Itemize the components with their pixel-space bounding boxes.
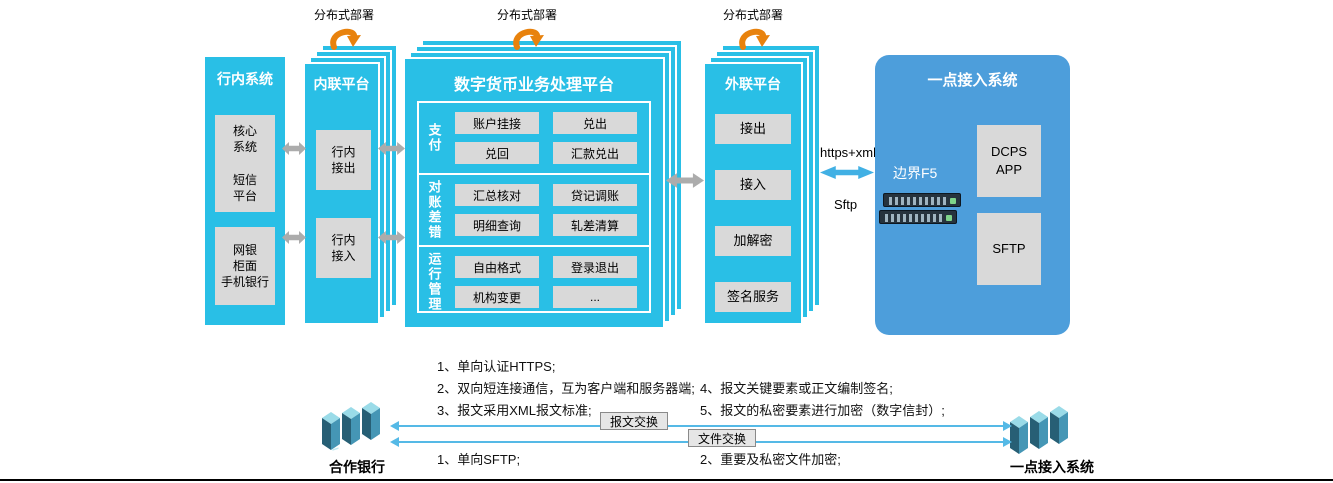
dcpp-node: 贷记调账 — [553, 184, 637, 206]
note-https: 1、单向认证HTTPS; — [437, 359, 556, 374]
dcpp-node: 兑回 — [455, 142, 539, 164]
link-double-arrow-icon — [820, 166, 874, 179]
dcpp-function-grid: 支付 账户挂接 兑出 兑回 汇款兑出 对账差错 汇总核对 贷记调账 明细查询 轧… — [417, 101, 651, 313]
dcpp-row-buttons: 自由格式 登录退出 机构变更 ... — [449, 247, 649, 317]
external-signature-node: 签名服务 — [715, 282, 791, 312]
message-exchange-label: 报文交换 — [600, 412, 668, 430]
internal-in-node: 行内 接入 — [316, 218, 371, 278]
switch-ports — [885, 214, 942, 222]
deployment-label-1: 分布式部署 — [314, 6, 374, 50]
dcpp-node: 轧差清算 — [553, 214, 637, 236]
external-platform-box: 外联平台 接出 接入 加解密 签名服务 — [703, 62, 803, 325]
note-short-connection: 2、双向短连接通信，互为客户端和服务器端; — [437, 381, 695, 396]
dcpp-row-label: 支付 — [426, 123, 442, 153]
switch-ports — [889, 197, 946, 205]
switch-led — [950, 198, 956, 204]
dcpp-stack: 数字货币业务处理平台 支付 账户挂接 兑出 兑回 汇款兑出 对账差错 汇总核对 … — [403, 39, 683, 329]
note-xml-standard: 3、报文采用XML报文标准; — [437, 403, 592, 418]
switch-device-icon — [883, 193, 961, 207]
double-arrow-icon — [282, 231, 306, 244]
switch-led — [946, 215, 952, 221]
inbank-system-title: 行内系统 — [217, 71, 273, 87]
dcpp-node: 兑出 — [553, 112, 637, 134]
channel-node: 网银 柜面 手机银行 — [215, 227, 275, 305]
protocol-sftp-label: Sftp — [834, 197, 858, 212]
dcpp-row-buttons: 账户挂接 兑出 兑回 汇款兑出 — [449, 103, 649, 173]
partner-bank-label: 合作银行 — [329, 459, 385, 475]
dcpp-row-label: 对账差错 — [426, 180, 442, 240]
note-file-encryption: 2、重要及私密文件加密; — [700, 452, 841, 467]
dcpp-row-operations: 运行管理 自由格式 登录退出 机构变更 ... — [419, 247, 649, 317]
note-signature: 4、报文关键要素或正文编制签名; — [700, 381, 893, 396]
dcpp-row-label: 运行管理 — [426, 252, 442, 312]
double-arrow-icon — [282, 142, 306, 155]
internal-platform-stack: 内联平台 行内 接出 行内 接入 — [303, 44, 398, 325]
double-arrow-icon — [378, 231, 405, 244]
dcpp-node: 账户挂接 — [455, 112, 539, 134]
dcpp-row-buttons: 汇总核对 贷记调账 明细查询 轧差清算 — [449, 175, 649, 245]
server-cluster-icon — [322, 402, 380, 451]
message-exchange-arrow — [390, 421, 1012, 431]
deployment-label-text: 分布式部署 — [314, 8, 375, 22]
access-system-box: 一点接入系统 边界F5 DCPS APP SFTP — [875, 55, 1070, 335]
dcpp-node: 汇款兑出 — [553, 142, 637, 164]
bottom-divider — [0, 479, 1333, 481]
double-arrow-icon — [666, 173, 704, 188]
deployment-label-text: 分布式部署 — [723, 8, 784, 22]
deployment-label-3: 分布式部署 — [723, 6, 783, 50]
dcpp-node: 汇总核对 — [455, 184, 539, 206]
loop-arrow-icon — [739, 28, 770, 50]
dcpp-title: 数字货币业务处理平台 — [453, 77, 614, 94]
dcps-app-node: DCPS APP — [977, 125, 1041, 197]
dcpp-row-payment: 支付 账户挂接 兑出 兑回 汇款兑出 — [419, 103, 649, 175]
inbank-system-box: 行内系统 核心 系统 短信 平台 网银 柜面 手机银行 — [205, 57, 285, 325]
dcpp-node: ... — [553, 286, 637, 308]
external-in-node: 接入 — [715, 170, 791, 200]
loop-arrow-icon — [330, 28, 361, 50]
double-arrow-icon — [378, 142, 405, 155]
dcpp-node: 明细查询 — [455, 214, 539, 236]
deployment-label-2: 分布式部署 — [497, 6, 557, 50]
external-platform-stack: 外联平台 接出 接入 加解密 签名服务 — [703, 44, 821, 325]
sftp-node: SFTP — [977, 213, 1041, 285]
dcpp-node: 登录退出 — [553, 256, 637, 278]
access-system-title: 一点接入系统 — [927, 72, 1018, 89]
deployment-label-text: 分布式部署 — [497, 8, 558, 22]
note-sftp: 1、单向SFTP; — [437, 452, 521, 467]
core-system-node: 核心 系统 短信 平台 — [215, 115, 275, 212]
external-crypto-node: 加解密 — [715, 226, 791, 256]
dcpp-box: 数字货币业务处理平台 支付 账户挂接 兑出 兑回 汇款兑出 对账差错 汇总核对 … — [403, 57, 665, 329]
access-system-cluster-label: 一点接入系统 — [1010, 459, 1094, 475]
switch-device-icon — [879, 210, 957, 224]
internal-platform-box: 内联平台 行内 接出 行内 接入 — [303, 62, 380, 325]
dcpp-node: 自由格式 — [455, 256, 539, 278]
internal-out-node: 行内 接出 — [316, 130, 371, 190]
border-f5-label: 边界F5 — [893, 165, 938, 181]
f5-devices — [879, 193, 961, 227]
external-out-node: 接出 — [715, 114, 791, 144]
file-exchange-label: 文件交换 — [688, 429, 756, 447]
dcpp-row-reconciliation: 对账差错 汇总核对 贷记调账 明细查询 轧差清算 — [419, 175, 649, 247]
protocol-https-label: https+xml — [820, 145, 876, 160]
dcpp-node: 机构变更 — [455, 286, 539, 308]
loop-arrow-icon — [513, 28, 544, 50]
note-encryption: 5、报文的私密要素进行加密（数字信封）; — [700, 403, 945, 418]
external-platform-title: 外联平台 — [725, 76, 781, 92]
server-cluster-icon — [1010, 406, 1068, 454]
internal-platform-title: 内联平台 — [313, 76, 370, 92]
